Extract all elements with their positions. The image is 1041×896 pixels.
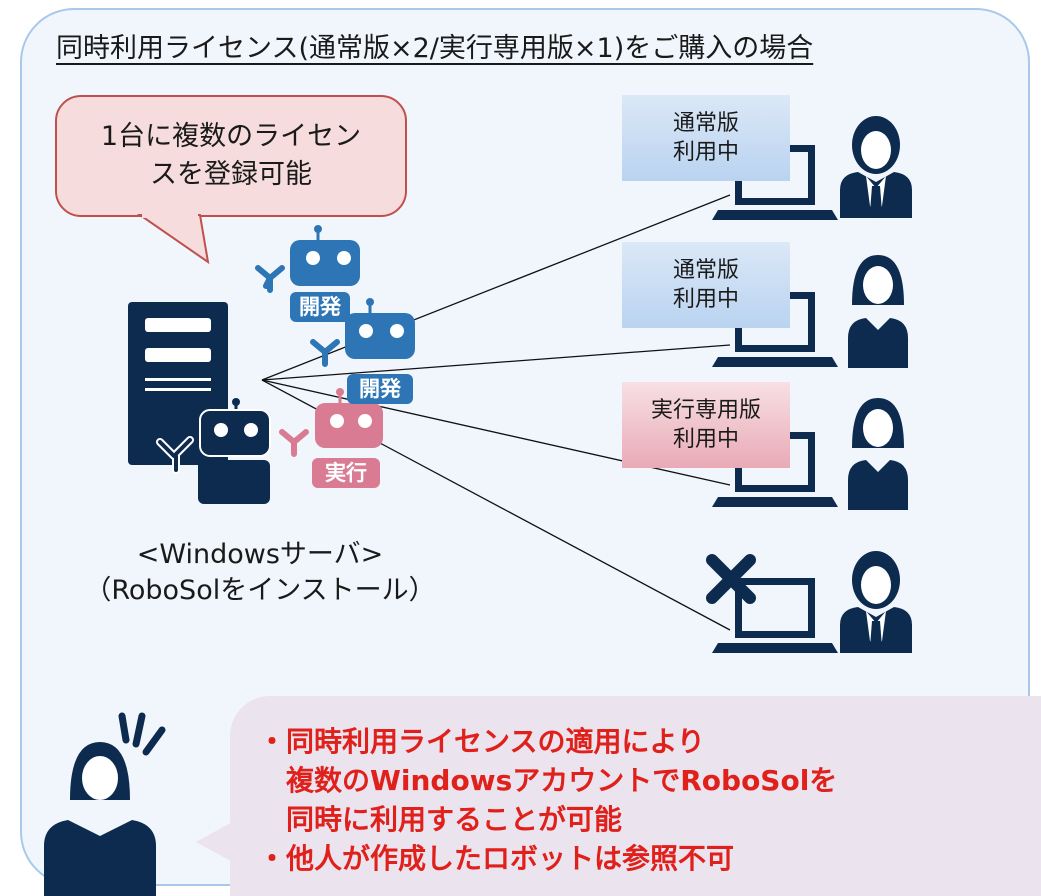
- client-status-1: 通常版 利用中: [622, 95, 790, 181]
- user-female-icon-1: [848, 255, 908, 368]
- callout-tail: [136, 214, 210, 265]
- robot-server-icon: [156, 398, 271, 504]
- callout-box: 1台に複数のライセン スを登録可能: [55, 95, 407, 217]
- notes-bubble: [230, 696, 1041, 896]
- note-line-3: 同時に利用することが可能: [258, 803, 623, 836]
- denied-x-icon: [706, 554, 756, 604]
- robot-dev-icon-1: [255, 225, 360, 293]
- client-status-3: 実行専用版 利用中: [622, 382, 790, 468]
- robot-badge-dev-1: 開発: [290, 292, 350, 322]
- client-status-2: 通常版 利用中: [622, 242, 790, 328]
- robot-badge-dev-2: 開発: [347, 374, 413, 404]
- notes-bubble-tail: [196, 820, 236, 864]
- user-male-icon-1: [840, 116, 912, 218]
- server-caption-note: （RoboSolをインストール）: [84, 575, 436, 606]
- connection-line-2: [261, 344, 731, 381]
- robot-exec-icon: [279, 388, 383, 457]
- robot-dev-icon-2: [310, 298, 415, 367]
- user-female-icon-2: [848, 398, 908, 510]
- diagram-title: 同時利用ライセンス(通常版×2/実行専用版×1)をご購入の場合: [56, 33, 814, 64]
- callout-text: 1台に複数のライセン スを登録可能: [100, 121, 362, 190]
- laptop-icon-4: [712, 578, 838, 653]
- server-caption-name: <Windowsサーバ>: [136, 539, 384, 570]
- connection-line-1: [261, 194, 731, 381]
- note-line-2: 複数のWindowsアカウントでRoboSolを: [258, 764, 838, 797]
- user-male-icon-2: [840, 551, 912, 653]
- note-line-1: ・同時利用ライセンスの適用により: [258, 725, 705, 758]
- note-line-4: ・他人が作成したロボットは参照不可: [258, 842, 735, 875]
- robot-badge-exec: 実行: [312, 458, 380, 488]
